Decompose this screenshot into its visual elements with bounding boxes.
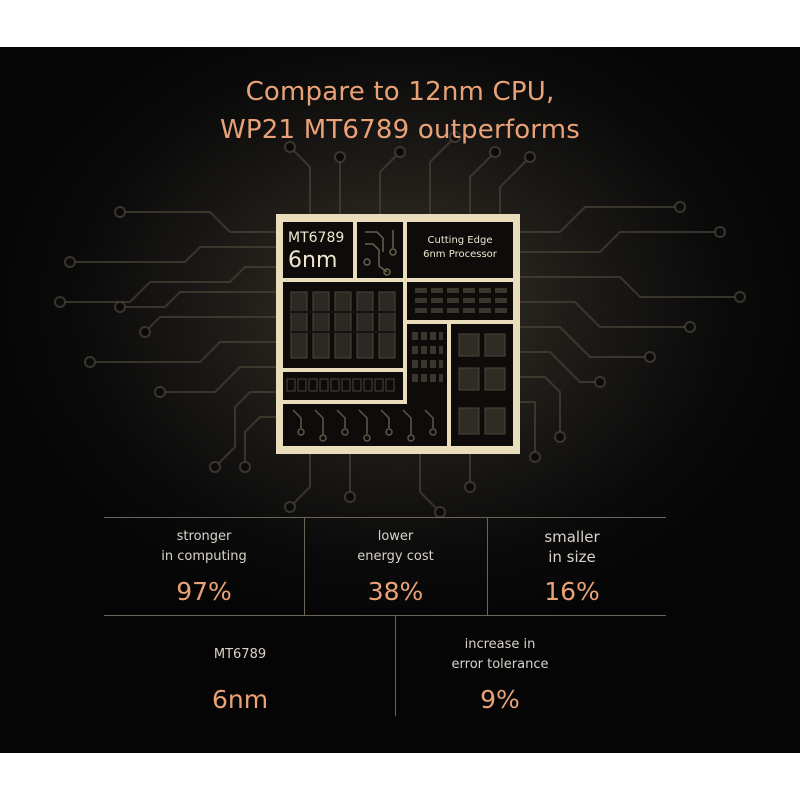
- chip-gpu-block: [451, 324, 513, 446]
- stat-1-label: stronger in computing: [104, 527, 304, 567]
- chip-model: MT6789: [288, 230, 345, 246]
- stat-1-value: 97%: [176, 577, 232, 606]
- promo-banner: Compare to 12nm CPU, WP21 MT6789 outperf…: [0, 47, 800, 753]
- chip-memory-cells-icon: [290, 291, 396, 359]
- headline-line-2: WP21 MT6789 outperforms: [219, 115, 581, 145]
- stat-2-line-1: lower: [377, 529, 414, 544]
- chip-memory-block: [283, 282, 403, 368]
- stat-1-line-1: stronger: [176, 529, 232, 544]
- chip-mini-block: [357, 222, 403, 278]
- chip-illustration: MT6789 6nm Cutting Edge 6nm Processor: [276, 214, 520, 454]
- stat-2-value: 38%: [367, 577, 424, 606]
- stat-3-label: smaller in size: [487, 527, 657, 567]
- chip-register-block: [407, 282, 513, 320]
- stat-5-value: 9%: [480, 685, 520, 714]
- stat-3-line-2: in size: [548, 548, 596, 566]
- chip-io-pins-icon: [286, 378, 395, 392]
- divider-col-bottom: [395, 616, 396, 716]
- chip-process: 6nm: [288, 248, 338, 273]
- stat-5-line-2: error tolerance: [451, 657, 549, 672]
- stat-2-line-2: energy cost: [357, 549, 434, 564]
- stat-4-line-1: MT6789: [213, 647, 267, 662]
- chip-tagline-2: 6nm Processor: [423, 249, 497, 260]
- chip-tagline-block: Cutting Edge 6nm Processor: [407, 222, 513, 278]
- stat-3-line-1: smaller: [544, 528, 600, 546]
- divider-col-1: [304, 518, 305, 615]
- divider-top: [104, 517, 666, 518]
- stat-4-label: MT6789: [140, 645, 340, 665]
- stat-5-label: increase in error tolerance: [400, 635, 600, 675]
- headline-line-1: Compare to 12nm CPU,: [245, 77, 555, 107]
- chip-gpu-cells-icon: [458, 333, 506, 435]
- circuit-traces-icon: [54, 131, 746, 518]
- chip-register-grid-icon: [415, 288, 507, 313]
- stat-1-line-2: in computing: [161, 549, 247, 564]
- chip-bus-traces-icon: [292, 409, 437, 442]
- divider-middle: [104, 615, 666, 616]
- stat-4-value: 6nm: [211, 685, 269, 714]
- chip-cache-grid-icon: [412, 332, 443, 382]
- chip-bus-block: [283, 404, 447, 446]
- stat-5-line-1: increase in: [464, 637, 536, 652]
- chip-trace-pattern-icon: [363, 230, 397, 276]
- divider-col-2: [487, 518, 488, 615]
- chip-label-block: MT6789 6nm: [283, 222, 353, 278]
- chip-io-block: [283, 372, 403, 400]
- stat-2-label: lower energy cost: [304, 527, 487, 567]
- stat-3-value: 16%: [544, 577, 600, 606]
- chip-tagline-1: Cutting Edge: [427, 235, 493, 246]
